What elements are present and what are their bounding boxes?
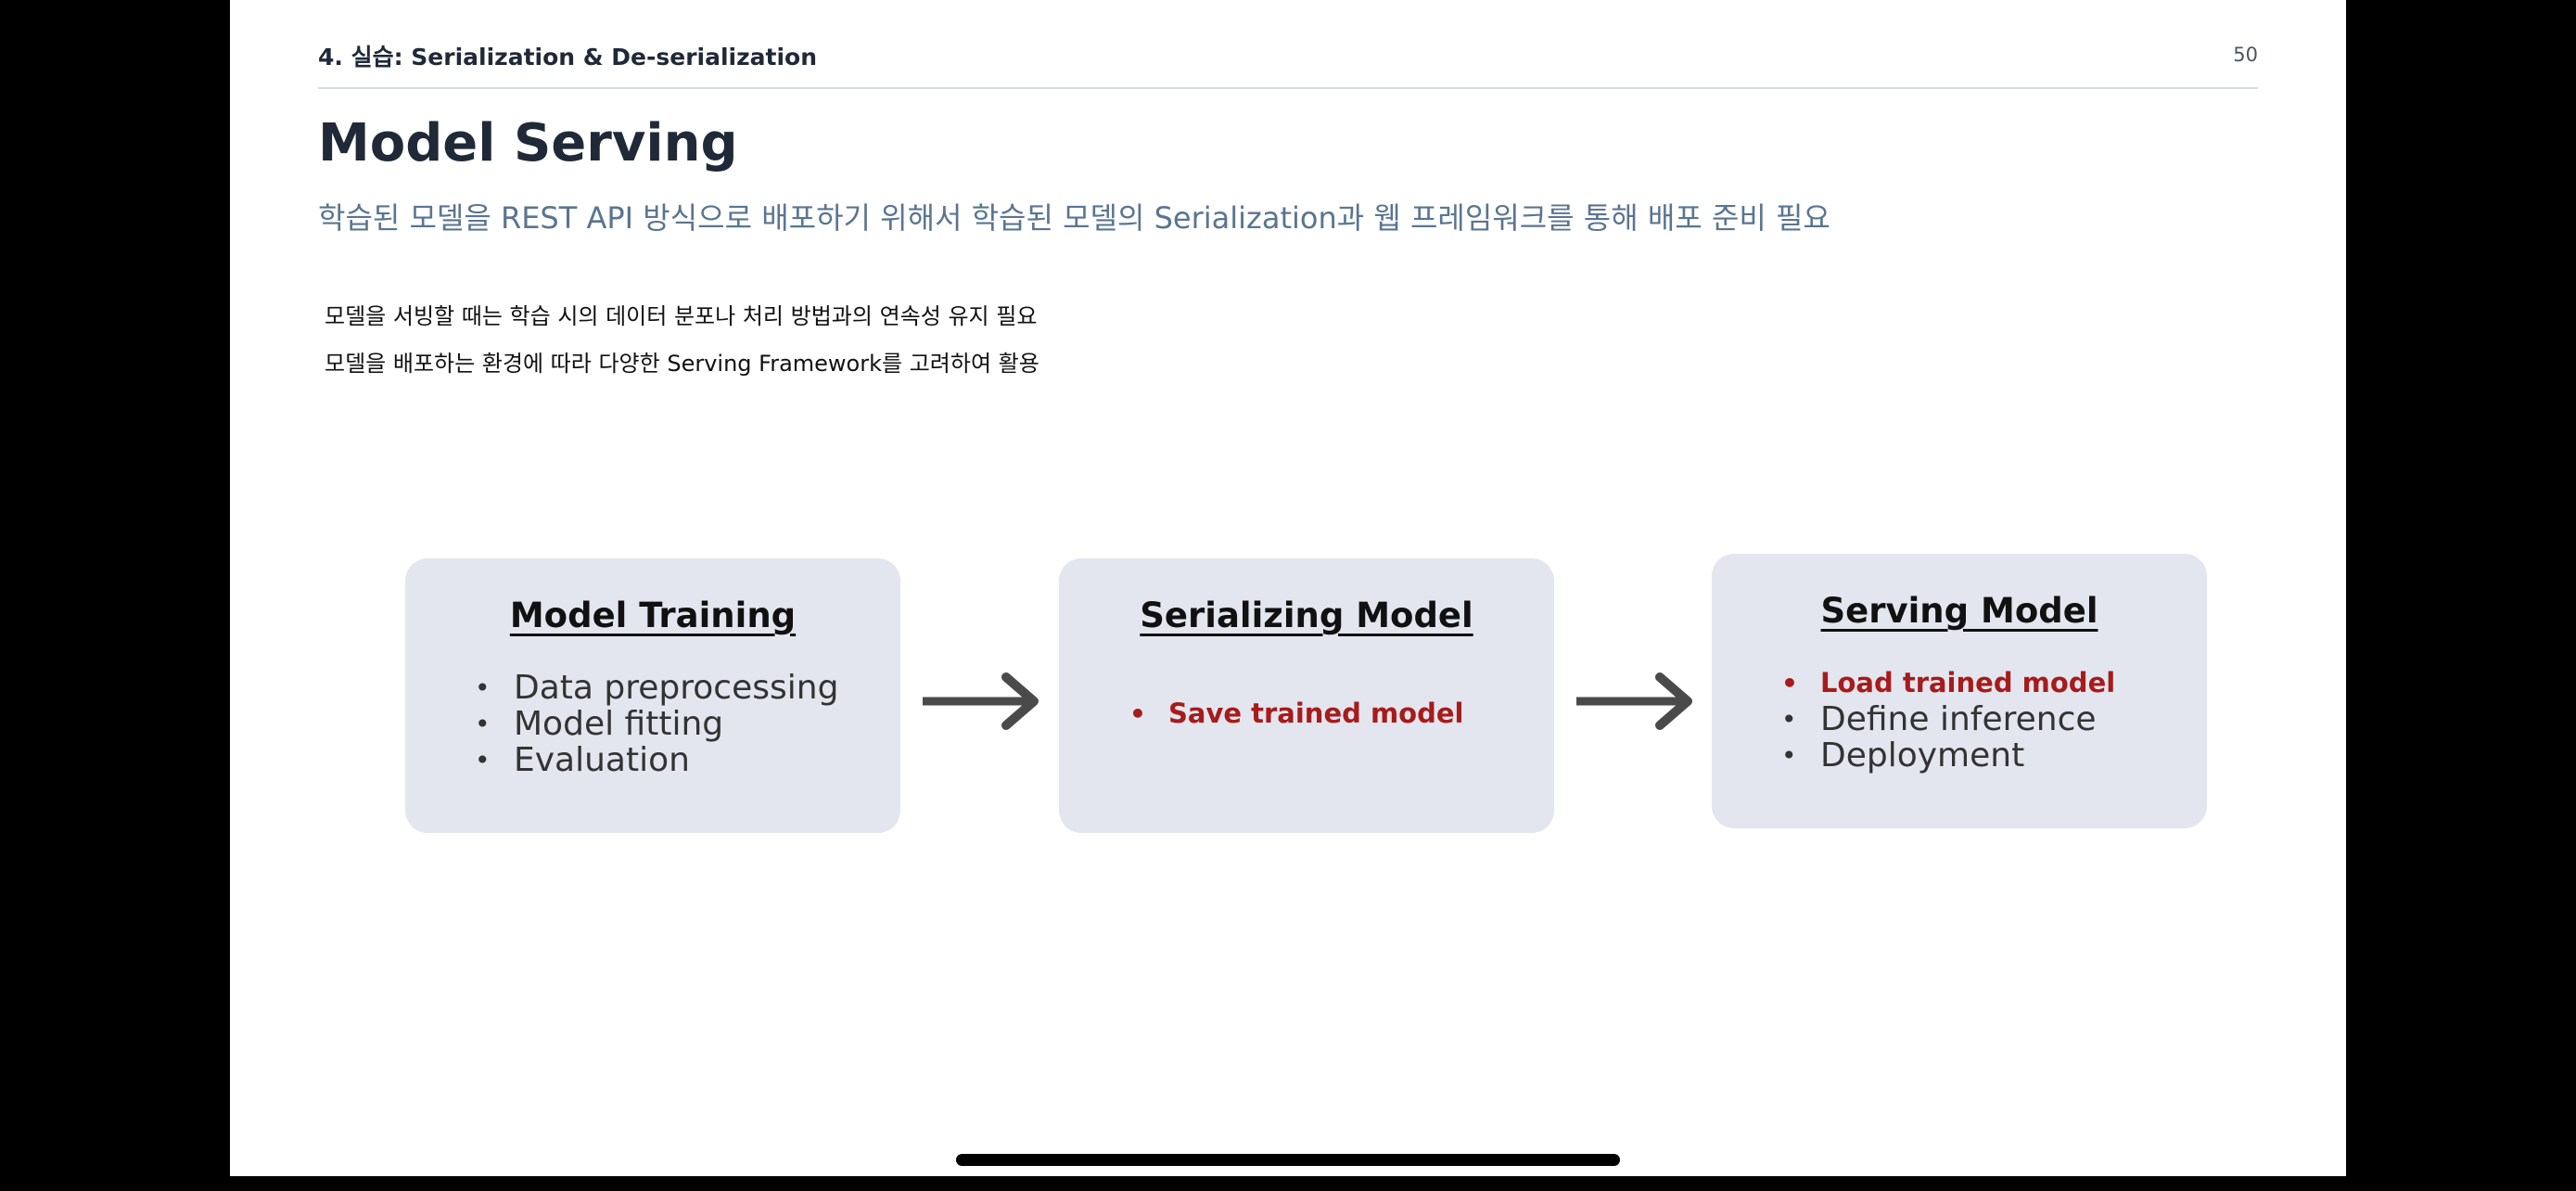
box-item-list: • Save trained model [1129, 696, 1463, 732]
page-subtitle: 학습된 모델을 REST API 방식으로 배포하기 위해서 학습된 모델의 S… [318, 200, 1830, 236]
intro-bullet: 모델을 서빙할 때는 학습 시의 데이터 분포나 처리 방법과의 연속성 유지 … [325, 303, 1038, 329]
box-item-text: Model fitting [514, 705, 724, 743]
serving-model-box: Serving Model • Load trained model • Defin… [1712, 554, 2207, 828]
right-arrow-icon [923, 672, 1039, 730]
box-item: • Define inference [1781, 701, 2115, 737]
box-item-text: Load trained model [1820, 667, 2116, 698]
box-title: Model Training [509, 596, 797, 635]
box-title: Serializing Model [1140, 596, 1473, 635]
intro-bullets: 모델을 서빙할 때는 학습 시의 데이터 분포나 처리 방법과의 연속성 유지 … [325, 293, 1039, 388]
slide: 4. 실습: Serialization & De-serialization … [230, 0, 2346, 1176]
box-item-list: • Data preprocessing • Model fitting • Eval… [475, 670, 838, 778]
right-arrow-icon [1576, 672, 1692, 730]
box-item-text: Evaluation [514, 741, 690, 779]
bullet-icon: • [475, 709, 491, 739]
intro-bullet: 모델을 배포하는 환경에 따라 다양한 Serving Framework를 고… [325, 351, 1039, 377]
serializing-model-box: Serializing Model • Save trained model [1059, 558, 1554, 833]
home-indicator[interactable] [956, 1154, 1620, 1166]
box-item: • Model fitting [475, 706, 838, 742]
box-item-text: Data preprocessing [514, 669, 839, 707]
bullet-icon: • [1781, 704, 1797, 735]
page-title: Model Serving [318, 113, 738, 173]
bullet-icon: • [1781, 740, 1797, 771]
box-item-text: Save trained model [1168, 698, 1464, 729]
bullet-icon: • [475, 672, 491, 703]
bullet-icon: • [1781, 668, 1798, 698]
box-item: • Deployment [1781, 737, 2115, 774]
section-title: 4. 실습: Serialization & De-serialization [318, 44, 818, 70]
page-number: 50 [2233, 44, 2258, 66]
bullet-icon: • [475, 745, 491, 775]
box-title: Serving Model [1820, 591, 2098, 631]
box-item-text: Deployment [1820, 736, 2025, 775]
box-item: • Save trained model [1129, 696, 1463, 732]
box-item-list: • Load trained model • Define inference • D… [1781, 665, 2115, 774]
box-item-text: Define inference [1820, 700, 2097, 738]
model-training-box: Model Training • Data preprocessing • Mode… [405, 558, 900, 833]
box-item: • Evaluation [475, 742, 838, 778]
bullet-icon: • [1129, 698, 1146, 729]
box-item: • Data preprocessing [475, 670, 838, 706]
header-divider [318, 87, 2258, 89]
box-item: • Load trained model [1781, 665, 2115, 701]
